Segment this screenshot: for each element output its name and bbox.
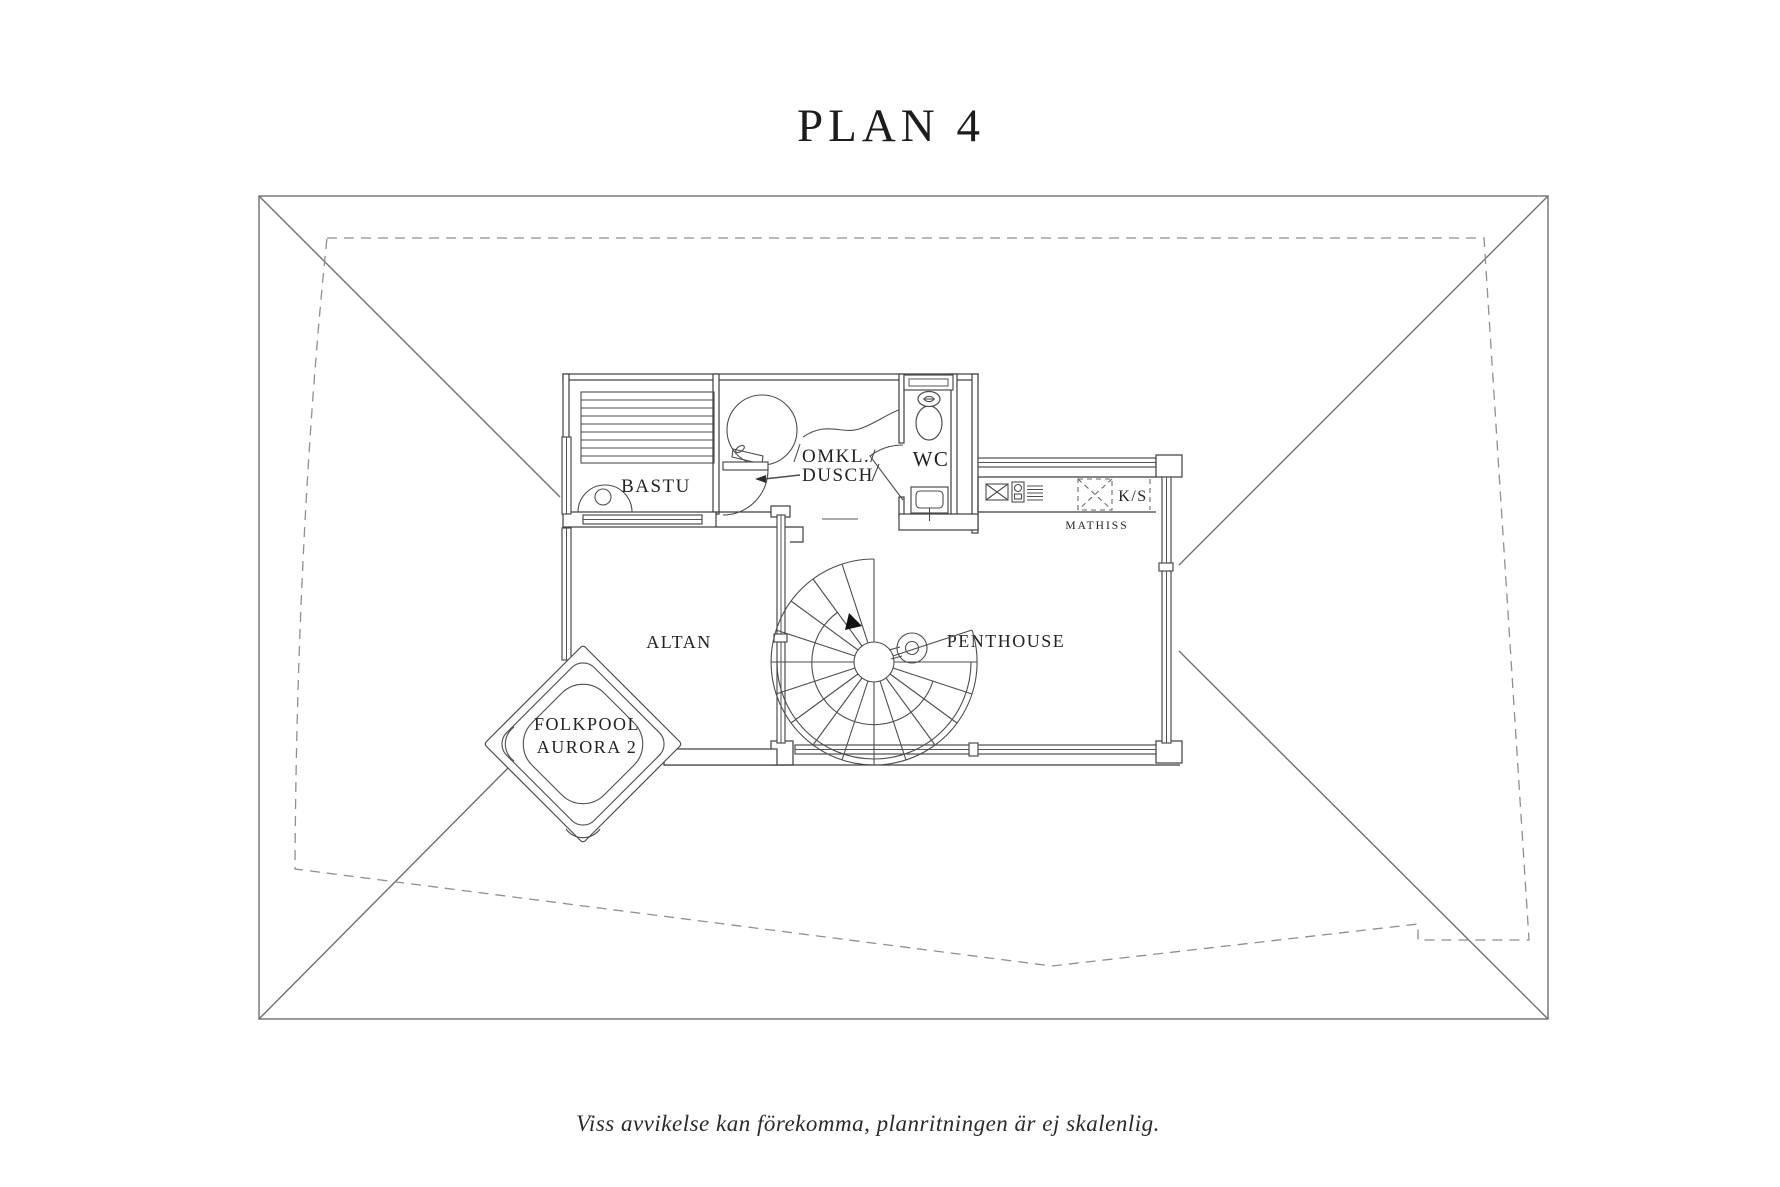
sauna-label: BASTU [621,476,691,497]
fridge-freezer-dashed-box [1077,478,1151,511]
disclaimer-text: Viss avvikelse kan förekomma, planritnin… [576,1111,1160,1136]
wc-right-wall [950,373,958,517]
stair-outer-arc [770,558,978,766]
stair-post [896,632,928,664]
shower-icon [726,394,798,466]
sauna-shower-wc-block: BASTU OMKL./ DUSCH [561,373,979,543]
bench-slats [581,399,714,457]
roof-outline [258,195,1549,1020]
left-window-mullion [773,633,788,643]
pool-label-line1: FOLKPOOL [534,714,640,734]
dumbwaiter-label: MATHISS [1065,520,1128,532]
pool-step-left [504,726,515,762]
right-window-mullion [1158,562,1174,572]
curved-partition [802,409,900,438]
block-right-wall [971,373,979,534]
penthouse-room: PENTHOUSE [664,454,1183,766]
pool-label-line2: AURORA 2 [537,737,638,757]
sink-icon [985,483,1009,501]
site-boundary [258,195,1549,1020]
fridge-freezer-label: K/S [1118,488,1147,505]
wc-left-wall-lower [898,496,905,517]
pool-basin [522,683,644,805]
changing-room-label-line1: OMKL./ [802,446,877,467]
stair-post-link [888,646,903,660]
door-swing [722,461,769,516]
stair-center-pole [853,641,895,683]
terrace-dashed-boundary [294,237,1530,967]
terrace: ALTAN [561,527,778,766]
roof-hip-lines [258,195,1549,1020]
terrace-bottom-wall [663,748,778,766]
hob-icon [1011,481,1025,503]
stair-treads [771,559,977,765]
stair-post-inner [904,640,920,656]
corner-post-se [1155,740,1183,764]
kitchen-counter: K/S MATHISS [977,476,1156,532]
bench-outline [580,391,715,464]
wc-left-wall-upper [898,373,905,444]
page-title: PLAN 4 [797,100,985,152]
pool-step-bottom [565,828,601,839]
wc-label: WC [913,447,950,471]
toilet-icon [915,390,943,441]
appliance-vent-icon [1027,485,1043,501]
stair-direction-arrow [845,613,862,630]
terrace-label: ALTAN [646,632,711,652]
spiral-staircase [770,558,978,766]
wc-window-inner [908,378,949,387]
bottom-window-mullion [968,742,979,757]
penthouse-label: PENTHOUSE [947,631,1066,651]
sauna-benches [580,391,715,464]
wc-door-opening [869,444,904,501]
changing-room-label-line2: DUSCH [802,465,874,486]
pool-outer-edge [484,645,682,843]
wc-bottom-wall [898,513,979,531]
wc-window [903,374,954,391]
corner-post-ne [1155,454,1183,478]
sauna-heater-icon [577,484,633,513]
pool: FOLKPOOL AURORA 2 [484,645,682,843]
pool-rim [501,662,665,826]
block-left-wall [562,373,570,439]
stair-walk-line [811,611,934,726]
washbasin-icon [910,486,949,521]
